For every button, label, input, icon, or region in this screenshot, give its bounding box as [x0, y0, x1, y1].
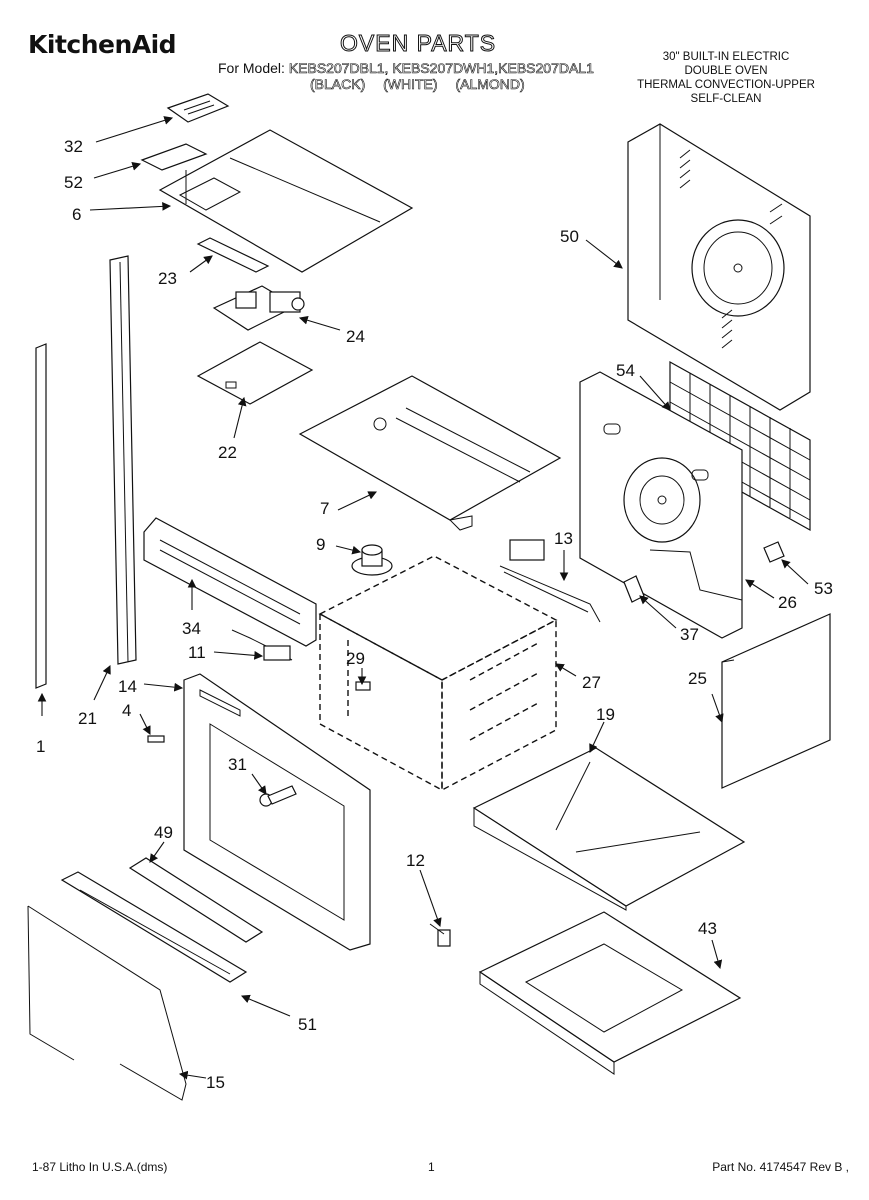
part-11-harness [231, 629, 293, 661]
callout-31: 31 [228, 755, 247, 774]
callout-21: 21 [78, 709, 97, 728]
product-line-1: 30" BUILT-IN ELECTRIC [662, 51, 790, 63]
model-line: For Model: KEBS207DBL1, KEBS207DWH1,KEBS… [218, 60, 595, 77]
part-15-gasket [27, 905, 187, 1101]
part-26-fan-panel [579, 371, 743, 639]
callout-54: 54 [616, 361, 635, 380]
part-19-bottom-panel [472, 747, 746, 911]
callout-12: 12 [406, 851, 425, 870]
color-black: (BLACK) [310, 76, 366, 93]
part-6-top-panel [158, 129, 414, 273]
litho-note: 1-87 Litho In U.S.A.(dms) [32, 1160, 168, 1174]
callout-9: 9 [316, 535, 325, 554]
part-12-clip [429, 923, 451, 947]
callout-14: 14 [118, 677, 137, 696]
part-14-front-frame [183, 673, 371, 951]
callout-32: 32 [64, 137, 83, 156]
product-description: 30" BUILT-IN ELECTRIC DOUBLE OVEN THERMA… [611, 50, 841, 106]
part-4-screw [147, 735, 165, 743]
part-9-sensor [351, 544, 393, 576]
callout-25: 25 [688, 669, 707, 688]
callout-23: 23 [158, 269, 177, 288]
part-7-top-reflector [298, 375, 562, 531]
part-24-switch-assembly [212, 285, 305, 331]
callout-29: 29 [346, 649, 365, 668]
part-25-side-panel [721, 613, 831, 789]
brand-logo: KitchenAid [28, 30, 177, 59]
part-50-rear-panel [627, 123, 811, 411]
color-white: (WHITE) [383, 76, 438, 93]
callout-34: 34 [182, 619, 201, 638]
part-23-bracket [196, 237, 270, 273]
page-number: 1 [428, 1160, 435, 1174]
part-1-rail [35, 343, 47, 689]
color-almond: (ALMOND) [455, 76, 525, 93]
callout-13: 13 [554, 529, 573, 548]
product-line-2: DOUBLE OVEN [684, 65, 768, 77]
part-29-bolt [355, 681, 371, 691]
callout-labels: 32 52 6 23 24 22 50 54 7 9 13 53 26 37 3… [36, 137, 833, 1092]
callout-4: 4 [122, 701, 131, 720]
callout-37: 37 [680, 625, 699, 644]
part-52-pad [140, 143, 208, 171]
callout-19: 19 [596, 705, 615, 724]
product-line-3: THERMAL CONVECTION-UPPER [637, 79, 815, 91]
part-13-element [499, 539, 601, 623]
callout-52: 52 [64, 173, 83, 192]
part-51-door-trim [60, 871, 248, 983]
callout-22: 22 [218, 443, 237, 462]
callout-53: 53 [814, 579, 833, 598]
part-number: Part No. 4174547 Rev B , [712, 1160, 849, 1174]
callout-26: 26 [778, 593, 797, 612]
callout-15: 15 [206, 1073, 225, 1092]
page-title: OVEN PARTS [339, 30, 497, 57]
callout-43: 43 [698, 919, 717, 938]
part-43-drip-tray [478, 911, 742, 1075]
part-22-insulation [196, 341, 314, 405]
part-34-control-panel [143, 517, 317, 647]
part-27-oven-cavity [318, 555, 558, 792]
callout-7: 7 [320, 499, 329, 518]
callout-6: 6 [72, 205, 81, 224]
part-21-side-trim [109, 255, 137, 665]
callout-51: 51 [298, 1015, 317, 1034]
callout-49: 49 [154, 823, 173, 842]
part-54-insulation-mesh [669, 360, 811, 532]
callout-1: 1 [36, 737, 45, 756]
callout-27: 27 [582, 673, 601, 692]
callout-50: 50 [560, 227, 579, 246]
leader-lines [37, 116, 809, 1080]
model-prefix: For Model: [218, 60, 285, 76]
callout-24: 24 [346, 327, 365, 346]
part-49-trim-strip [128, 857, 264, 943]
model-numbers: KEBS207DBL1, KEBS207DWH1,KEBS207DAL1 [288, 60, 595, 77]
part-53-clip [763, 541, 785, 563]
part-32-label-plate [166, 93, 230, 123]
callout-11: 11 [188, 643, 206, 662]
product-line-4: SELF-CLEAN [690, 93, 762, 105]
color-variants: (BLACK) (WHITE) (ALMOND) [310, 76, 539, 93]
part-31-knob [259, 785, 297, 807]
